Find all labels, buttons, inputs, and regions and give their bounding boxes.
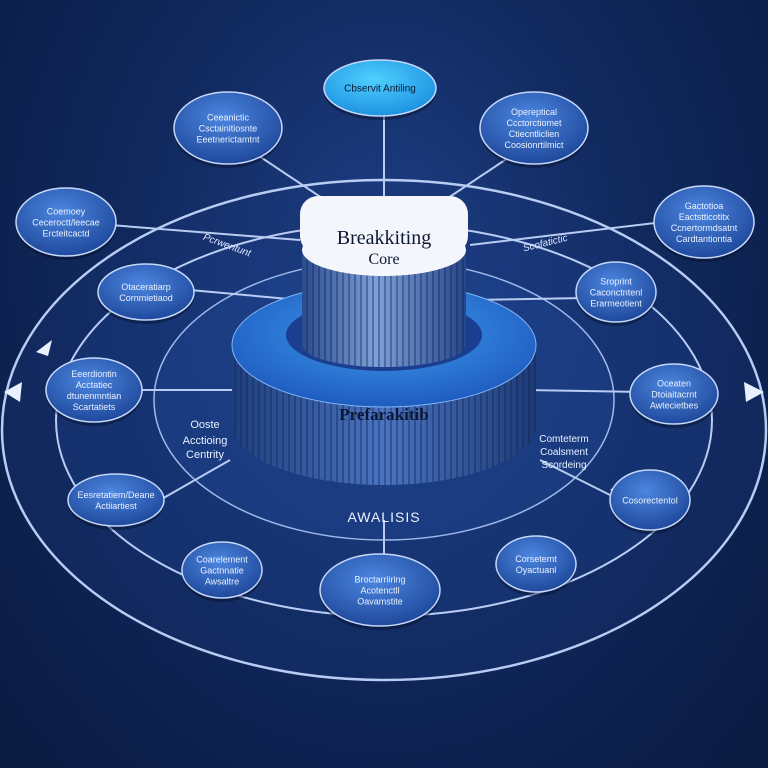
- node-label: Eeetnerictamtnt: [196, 135, 260, 145]
- node-label: Eesretatiem/Deane: [77, 490, 154, 500]
- node-label: Oceaten: [657, 379, 691, 389]
- node-circle: [97, 263, 195, 321]
- node-circle: [173, 91, 283, 165]
- node-label: Cosorectentol: [622, 496, 678, 506]
- node-label: Scartatiets: [73, 402, 116, 412]
- node-label: Oyactuanl: [516, 565, 557, 575]
- node-circle: [323, 59, 437, 117]
- node-label: Corsetemt: [515, 554, 557, 564]
- node-label: Coemoey: [47, 207, 86, 217]
- node-label: Sroprint: [600, 277, 632, 287]
- center-left-line1: Ooste: [190, 419, 219, 431]
- core-cylinder-ribs: [302, 250, 466, 367]
- core-cylinder: Breakkiting Core: [300, 196, 468, 367]
- connector-bottom-left: [159, 459, 231, 501]
- core-subtitle: Core: [368, 251, 399, 268]
- center-right-line3: Scordeing: [541, 460, 586, 471]
- node-circle: [67, 473, 165, 527]
- connector-right-mid: [469, 297, 586, 301]
- node-label: Ccctorctiomet: [506, 118, 562, 128]
- center-labels: Ooste Acctioing Centrity Comteterm Coals…: [183, 419, 589, 525]
- node-right-high: GactotioaEactstticotitxCcnertormdsatntCa…: [653, 185, 755, 262]
- node-circle: [653, 185, 755, 259]
- node-bottom-right-2: Cosorectentol: [609, 469, 691, 534]
- node-top: Cbservit Antiling: [323, 59, 437, 120]
- node-circle: [45, 357, 143, 423]
- node-label: Coarelement: [196, 555, 248, 565]
- node-circle: [181, 541, 263, 599]
- node-circle: [575, 261, 657, 323]
- center-right-line2: Coalsment: [540, 447, 588, 458]
- node-label: Acctatiec: [76, 380, 113, 390]
- connector-right-low: [524, 389, 641, 393]
- node-upper-right: OperepticalCcctorctiometCtiecntliclienCo…: [479, 91, 589, 168]
- node-label: Gactotioa: [685, 201, 724, 211]
- core-title: Breakkiting: [337, 227, 431, 249]
- node-label: Acotenctll: [360, 586, 399, 596]
- node-label: Awsaltre: [205, 577, 239, 587]
- node-label: Ceceroctt/leecae: [32, 218, 100, 228]
- node-label: Otaceratiarp: [121, 282, 171, 292]
- node-label: Dtoiaitacrnt: [651, 390, 697, 400]
- node-label: Broctarriiring: [354, 575, 405, 585]
- arrow-left-inner-icon: [36, 340, 52, 356]
- node-label: Cardtantiontia: [676, 234, 732, 244]
- node-label: Ctiecntliclien: [509, 129, 560, 139]
- node-label: Actiiartiest: [95, 501, 137, 511]
- node-label: dtunenmntian: [67, 391, 122, 401]
- center-right-line1: Comteterm: [539, 434, 588, 445]
- center-bottom-label: AWALISIS: [347, 509, 420, 525]
- node-label: Eeerdiontin: [71, 369, 117, 379]
- connector-left-high: [109, 224, 301, 241]
- node-label: Opereptical: [511, 107, 557, 117]
- node-label: Csctainitiosnte: [199, 124, 258, 134]
- connector-bottom-right: [539, 459, 611, 496]
- node-label: Ccnertormdsatnt: [671, 223, 738, 233]
- node-label: Cbservit Antiling: [344, 84, 416, 95]
- node-circle: [479, 91, 589, 165]
- node-label: Erarmeotient: [590, 299, 642, 309]
- node-label: Oavamstite: [357, 597, 403, 607]
- node-label: Caconctntenl: [590, 288, 643, 298]
- center-left-line2: Acctioing: [183, 435, 228, 447]
- core-base-label: Prefarakitib: [339, 405, 428, 424]
- center-left-line3: Centrity: [186, 449, 224, 461]
- arrow-left-icon: [4, 382, 22, 402]
- node-circle: [629, 363, 719, 425]
- node-left-low: EeerdiontinAcctatiecdtunenmntianScartati…: [45, 357, 143, 426]
- node-circle: [319, 553, 441, 627]
- node-label: Eactstticotitx: [679, 212, 730, 222]
- node-label: Cornmietiaod: [119, 293, 173, 303]
- core-cylinder-cap: [300, 196, 468, 254]
- node-label: Ercteitcactd: [42, 229, 89, 239]
- node-label: Ceeanictic: [207, 113, 250, 123]
- node-label: Coosionrtilmict: [504, 140, 564, 150]
- node-label: Awtecietbes: [650, 401, 699, 411]
- arrow-right-icon: [744, 382, 764, 402]
- connector-right-high: [469, 219, 681, 246]
- node-circle: [15, 187, 117, 257]
- node-circle: [609, 469, 691, 531]
- nodes: Cbservit AntilingCeeanicticCsctainitiosn…: [15, 59, 755, 630]
- connector-left-mid: [189, 289, 301, 301]
- node-label: Gactnnatie: [200, 566, 244, 576]
- node-circle: [495, 535, 577, 593]
